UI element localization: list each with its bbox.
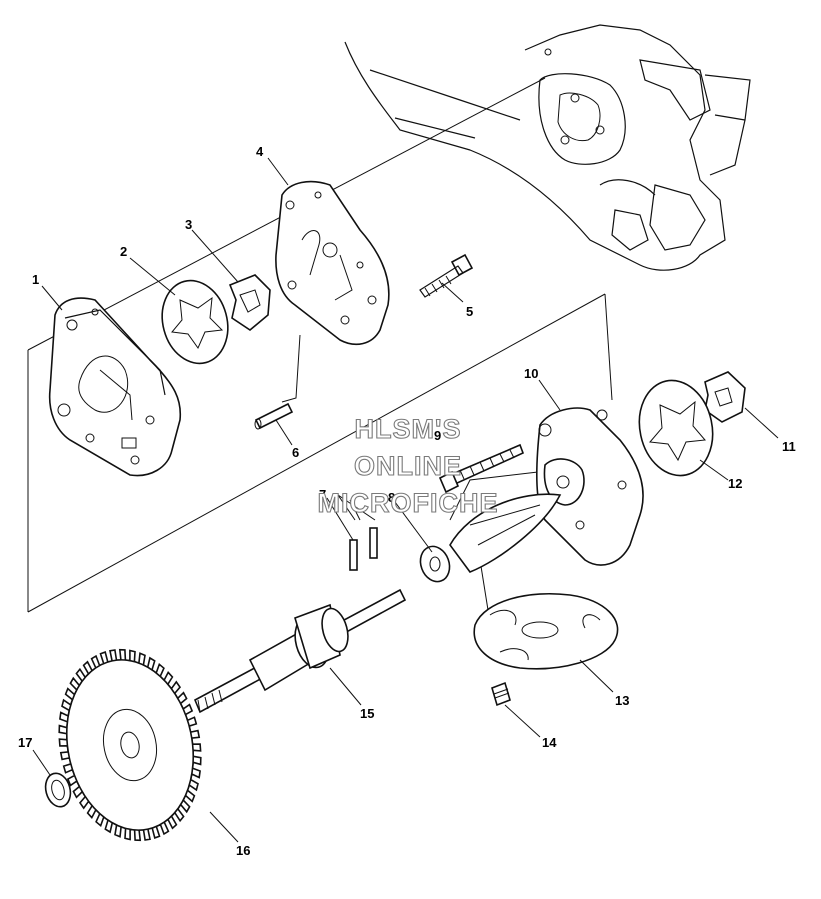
watermark: HLSM'S ONLINE MICROFICHE [317, 413, 499, 518]
callout-12: 12 [728, 476, 742, 491]
callout-8: 8 [388, 490, 395, 505]
part-4-pump-plate [275, 180, 390, 346]
part-14-screw [491, 681, 511, 707]
part-5-bolt [419, 253, 474, 298]
callout-17: 17 [18, 735, 32, 750]
callout-2: 2 [120, 244, 127, 259]
callout-14: 14 [542, 735, 557, 750]
part-2-outer-rotor [161, 279, 229, 365]
callout-7: 7 [319, 487, 326, 502]
part-3-inner-rotor [228, 274, 271, 331]
watermark-line-1: HLSM'S [355, 414, 462, 444]
part-10-pump-housing [535, 407, 644, 566]
callout-11: 11 [782, 439, 796, 454]
callout-5: 5 [466, 304, 473, 319]
part-8-washer [419, 545, 451, 583]
part-9-bolt [438, 443, 525, 494]
part-16-drive-gear [58, 648, 202, 842]
part-6-dowel-pin [254, 402, 294, 430]
callout-6: 6 [292, 445, 299, 460]
callout-4: 4 [256, 144, 264, 159]
callout-3: 3 [185, 217, 192, 232]
callout-13: 13 [615, 693, 629, 708]
callout-1: 1 [32, 272, 39, 287]
callout-16: 16 [236, 843, 250, 858]
watermark-line-3: MICROFICHE [318, 488, 499, 518]
callout-labels: 1 2 3 4 5 6 7 8 9 10 11 12 13 14 15 16 1… [18, 144, 796, 858]
part-13-strainer-cover [473, 592, 619, 670]
part-12-outer-rotor [638, 379, 714, 477]
callout-10: 10 [524, 366, 538, 381]
part-7-pins [349, 527, 378, 571]
callout-leaders [32, 157, 779, 843]
watermark-line-2: ONLINE [354, 451, 462, 481]
callout-9: 9 [434, 428, 441, 443]
oil-strainer-screen [449, 493, 562, 573]
engine-block [344, 24, 751, 271]
part-15-pump-shaft [193, 588, 407, 714]
callout-15: 15 [360, 706, 374, 721]
part-17-thrust-washer [44, 772, 72, 808]
part-1-pump-cover [48, 297, 182, 477]
part-11-inner-rotor [704, 371, 746, 423]
